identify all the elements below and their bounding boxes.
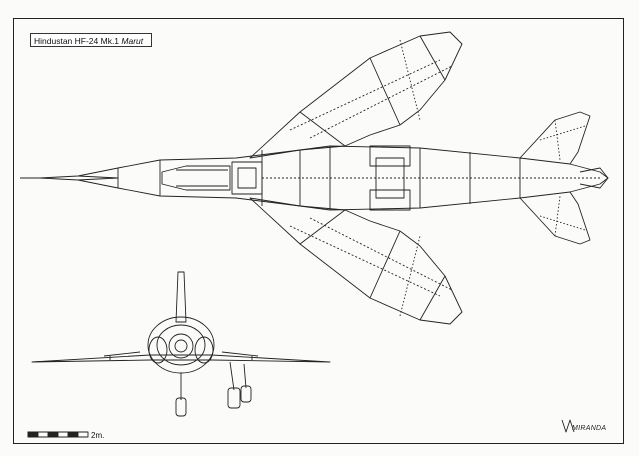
drawing-title: Hindustan HF-24 Mk.1 Marut	[30, 33, 152, 47]
front-wing	[31, 354, 331, 363]
scale-label: 2m.	[91, 431, 105, 440]
wing-upper	[249, 31, 463, 159]
drawing-frame	[13, 18, 624, 444]
tailplane-upper	[519, 111, 591, 165]
top-view	[20, 31, 609, 325]
signature: MIRANDA	[572, 425, 607, 432]
title-prefix: Hindustan HF-24 Mk.1	[34, 36, 122, 46]
canopy	[161, 165, 231, 191]
title-aircraft-name: Marut	[121, 36, 144, 46]
wing-lower	[249, 197, 463, 325]
front-fin	[175, 271, 187, 323]
front-view	[31, 271, 331, 417]
scale-bar	[27, 431, 89, 438]
tailplane-lower	[519, 191, 591, 245]
signature-mark	[561, 419, 575, 433]
